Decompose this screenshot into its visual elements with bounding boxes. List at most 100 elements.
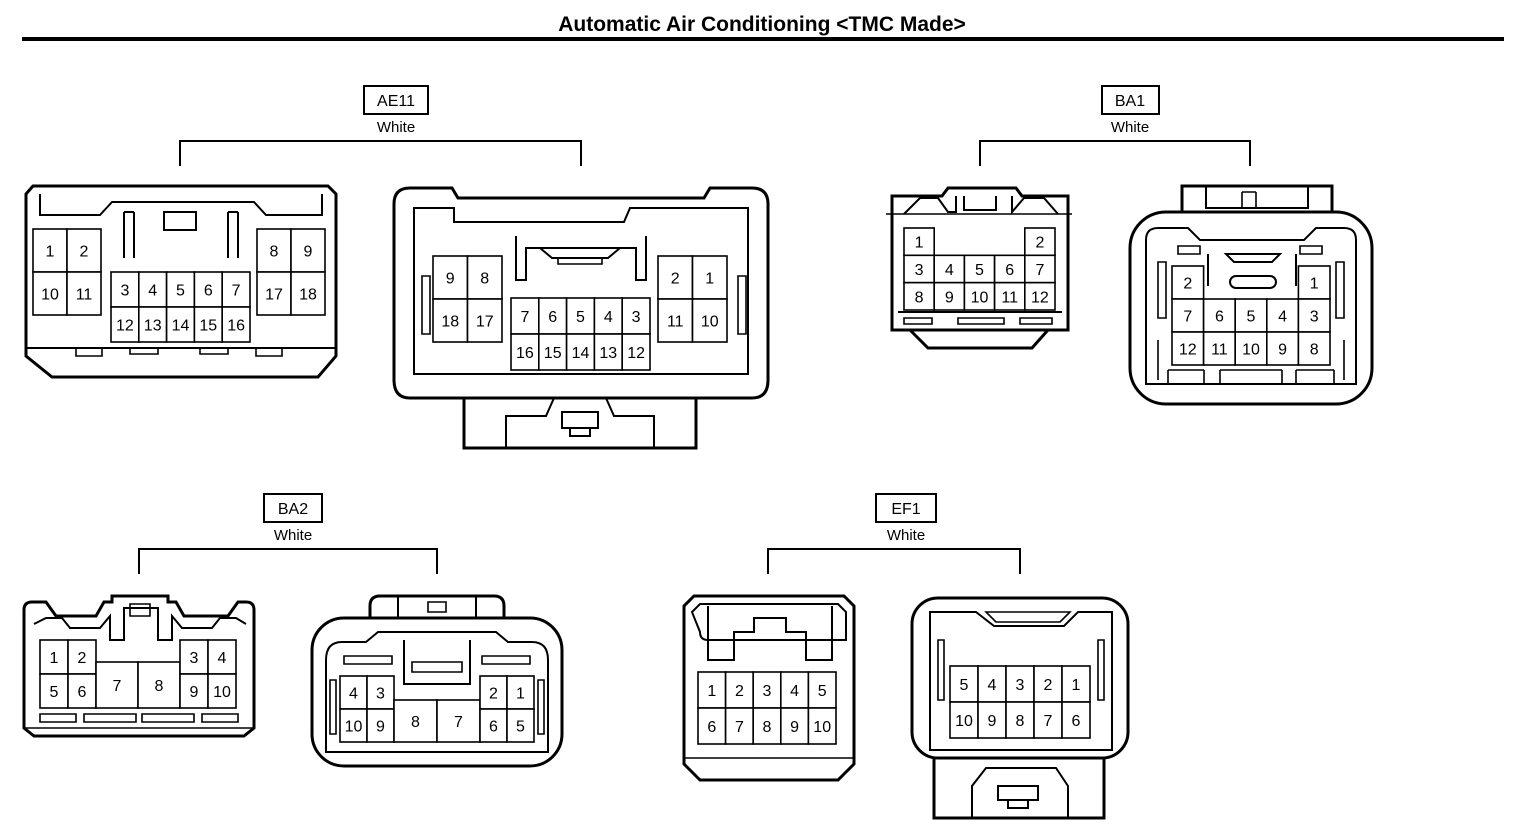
pin-cavity: 7	[95, 661, 139, 709]
pin-number: 9	[190, 684, 199, 701]
pin-number: 7	[1035, 262, 1044, 279]
pin-cavity: 2	[67, 639, 97, 675]
pin-number: 2	[1183, 276, 1192, 293]
pin-cavity: 9	[977, 701, 1007, 739]
pin-cavity: 12	[1024, 281, 1056, 311]
pin-number: 6	[489, 719, 498, 736]
pin-number: 17	[476, 314, 494, 331]
pin-cavity: 2	[724, 671, 754, 709]
pin-cavity: 1	[1297, 265, 1331, 300]
pin-number: 7	[520, 309, 529, 326]
connector-ba2: BA2 White	[22, 493, 564, 768]
connector-view-ba2-2	[310, 594, 564, 768]
pin-cavity: 15	[193, 306, 223, 343]
pin-number: 6	[548, 309, 557, 326]
pin-number: 10	[813, 719, 831, 736]
connector-ae11: AE11 White	[24, 85, 770, 450]
pin-cavity: 6	[537, 297, 568, 335]
pin-cavity: 8	[1297, 331, 1331, 366]
pin-cavity: 10	[807, 707, 837, 745]
pin-number: 9	[790, 719, 799, 736]
pin-number: 3	[376, 686, 385, 703]
pin-cavity: 10	[32, 271, 68, 316]
pin-number: 11	[76, 287, 93, 304]
pin-number: 4	[1278, 309, 1287, 326]
pin-cavity: 9	[779, 707, 810, 745]
pin-cavity: 16	[510, 333, 540, 371]
pin-number: 5	[975, 262, 984, 279]
pin-cavity: 6	[1202, 298, 1236, 333]
pin-cavity: 5	[949, 665, 979, 703]
pin-number: 7	[232, 283, 241, 300]
pin-cavity: 4	[207, 639, 237, 675]
pin-number: 2	[671, 271, 680, 288]
pin-cavity: 6	[67, 673, 97, 709]
connector-label-ef1: EF1 White	[875, 493, 937, 544]
pin-number: 9	[304, 244, 313, 261]
pin-number: 4	[218, 650, 227, 667]
pin-number: 6	[1005, 262, 1014, 279]
pin-cavity: 3	[179, 639, 209, 675]
pin-cavity: 7	[510, 297, 540, 335]
pin-number: 5	[960, 677, 969, 694]
pin-number: 6	[78, 684, 87, 701]
pin-number: 10	[41, 287, 59, 304]
pin-number: 11	[1001, 289, 1018, 306]
pin-number: 10	[701, 314, 719, 331]
pin-number: 5	[50, 684, 59, 701]
pin-cavity: 8	[752, 707, 782, 745]
pin-cavity: 10	[339, 708, 368, 743]
pin-number: 3	[190, 650, 199, 667]
pin-number: 5	[176, 283, 185, 300]
pin-number: 1	[46, 244, 55, 261]
pin-cavity: 7	[1024, 254, 1056, 284]
pin-number: 6	[204, 283, 213, 300]
pin-cavity: 12	[621, 333, 651, 371]
connector-code: AE11	[377, 93, 415, 110]
pin-cavity: 18	[432, 298, 469, 343]
pin-cavity: 8	[466, 255, 503, 300]
pin-number: 8	[1310, 342, 1319, 359]
pin-number: 3	[1016, 677, 1025, 694]
connector-label-ba2: BA2 White	[263, 493, 323, 544]
pin-number: 11	[1211, 342, 1228, 359]
pin-cavity: 2	[1024, 227, 1056, 257]
pin-number: 1	[915, 235, 924, 252]
pin-cavity: 3	[366, 675, 395, 710]
pin-cavity: 18	[290, 271, 326, 316]
pin-number: 13	[599, 345, 617, 362]
pin-cavity: 10	[207, 673, 237, 709]
pin-number: 2	[1035, 235, 1044, 252]
pin-cavity: 2	[657, 255, 694, 300]
pin-number: 9	[376, 719, 385, 736]
connector-color: White	[274, 527, 312, 544]
pin-cavity: 1	[903, 227, 936, 257]
connector-label-ba1: BA1 White	[1101, 85, 1160, 136]
pin-cavity: 5	[565, 297, 596, 335]
pin-number: 1	[50, 650, 59, 667]
pin-cavity: 5	[963, 254, 996, 284]
connector-view-ae11-2	[392, 186, 770, 450]
pin-number: 9	[446, 271, 455, 288]
pin-cavity: 10	[1234, 331, 1268, 366]
pin-cavity: 1	[697, 671, 727, 709]
connector-color: White	[887, 527, 925, 544]
connector-ef1: EF1 White	[682, 493, 1130, 820]
pin-number: 10	[213, 684, 231, 701]
pin-cavity: 2	[1171, 265, 1205, 300]
pin-cavity: 6	[193, 271, 223, 308]
connector-code: EF1	[891, 501, 920, 518]
pin-cavity: 4	[933, 254, 966, 284]
pin-number: 1	[516, 686, 525, 703]
pin-cavity: 5	[39, 673, 69, 709]
pin-cavity: 7	[221, 271, 251, 308]
connector-code: BA2	[278, 501, 308, 518]
pin-cavity: 1	[39, 639, 69, 675]
pin-number: 10	[1242, 342, 1260, 359]
pin-number: 17	[265, 287, 283, 304]
pin-cavity: 6	[993, 254, 1026, 284]
pin-number: 10	[955, 713, 973, 730]
pin-number: 4	[945, 262, 954, 279]
connector-code: BA1	[1115, 93, 1145, 110]
